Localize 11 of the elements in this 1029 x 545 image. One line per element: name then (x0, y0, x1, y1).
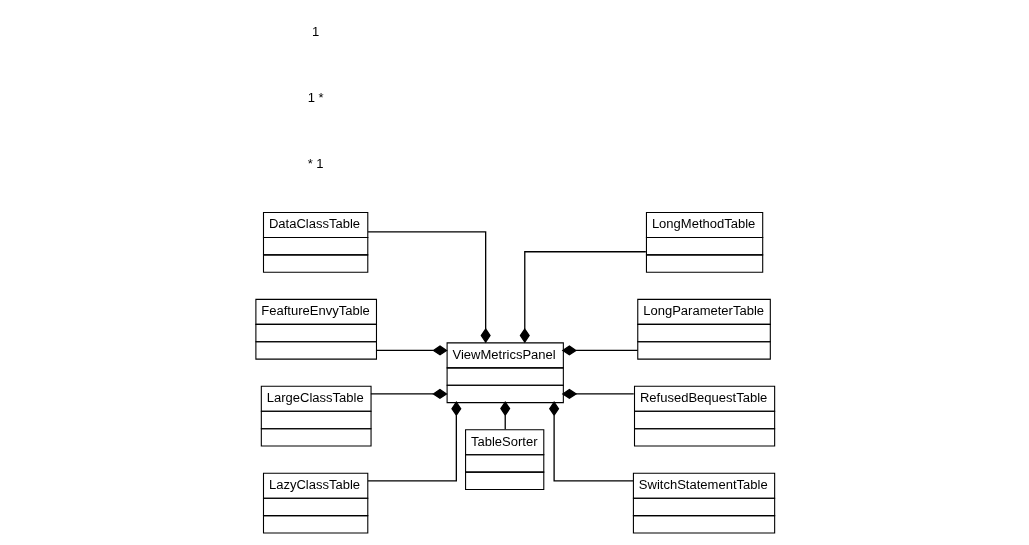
label: * 1 (307, 156, 324, 172)
label: 1 (311, 23, 319, 39)
connector (366, 400, 461, 482)
connector (519, 251, 646, 344)
connector (369, 388, 448, 400)
label: 1 * (307, 89, 324, 105)
connector (561, 345, 638, 356)
connector (548, 400, 634, 482)
connector (366, 231, 491, 344)
connector (561, 388, 634, 400)
connector (374, 345, 448, 356)
